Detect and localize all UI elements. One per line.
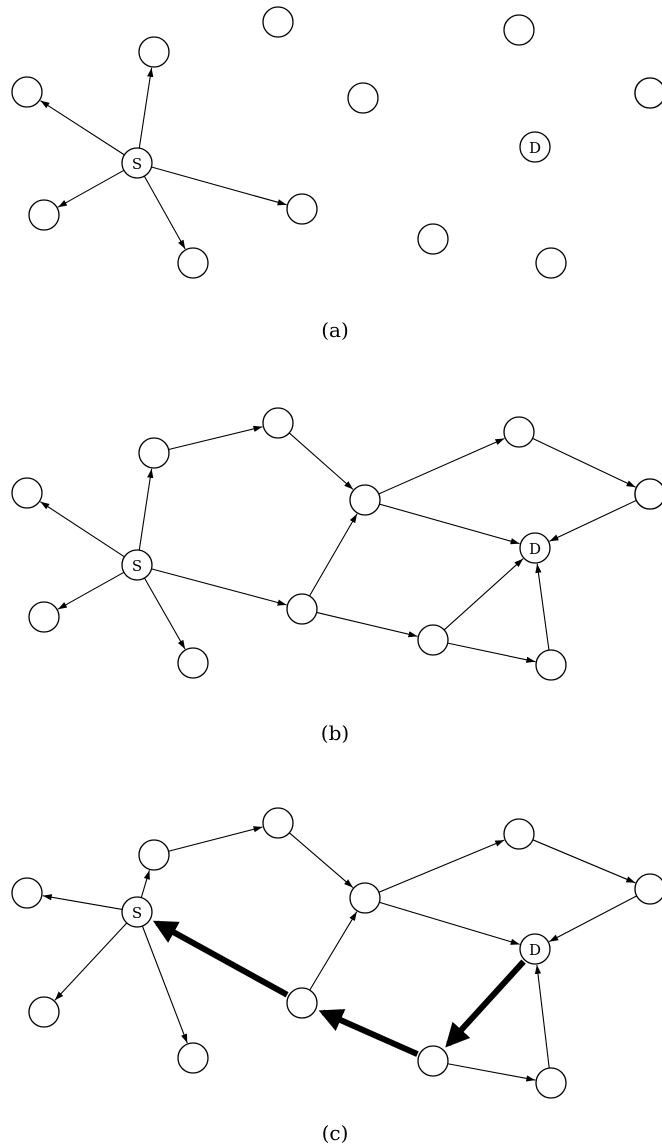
node [286, 193, 318, 225]
node [11, 76, 43, 108]
node [138, 839, 170, 871]
edge-n9-to-D [549, 499, 637, 542]
node [262, 6, 294, 38]
node-label-s: S [132, 557, 142, 575]
node [138, 437, 170, 469]
node [535, 247, 567, 279]
node [177, 247, 209, 279]
node [11, 477, 43, 509]
edge-S-to-n3 [54, 922, 128, 1001]
edge-n5-to-n7 [309, 513, 358, 597]
edge-S-to-n5 [151, 166, 287, 206]
edge-n7-to-n8 [378, 437, 505, 495]
panel-b: SD [11, 407, 662, 681]
node [262, 807, 294, 839]
node-label-s: S [132, 904, 142, 922]
edge-S-to-n2 [138, 468, 154, 551]
node [177, 1042, 209, 1074]
nodes: SD [11, 807, 662, 1099]
edge-n2-to-n6 [168, 425, 263, 451]
edges [40, 67, 287, 250]
node-label-d: D [529, 540, 541, 558]
node-label-d: D [529, 941, 541, 959]
edge-n6-to-n7 [288, 432, 354, 490]
edge-S-to-n1 [42, 894, 123, 910]
caption-c: (c) [322, 1121, 349, 1145]
node [138, 36, 170, 68]
node [417, 1045, 449, 1077]
edge-S-to-n2 [140, 870, 150, 898]
edge-S-to-n4 [141, 925, 188, 1044]
route-reply-edge-D-to-n10 [445, 959, 526, 1048]
node [28, 601, 60, 633]
node [286, 593, 318, 625]
panel-a: SD [11, 6, 662, 279]
edge-n10-to-n11 [447, 1063, 536, 1082]
node [503, 818, 535, 850]
edge-n5-to-n10 [316, 611, 418, 638]
edge-S-to-n3 [57, 169, 125, 208]
edge-S-to-n2 [138, 67, 154, 149]
edge-n7-to-D [379, 901, 520, 945]
edge-S-to-n1 [40, 501, 125, 558]
edge-S-to-n5 [151, 568, 287, 606]
node [417, 223, 449, 255]
edge-n2-to-n6 [168, 826, 263, 852]
edge-n5-to-n7 [309, 911, 358, 991]
edge-S-to-n3 [57, 571, 125, 610]
node [347, 82, 379, 114]
node [28, 199, 60, 231]
panel-c: SD [11, 807, 662, 1099]
node [417, 624, 449, 656]
edge-n10-to-n11 [447, 642, 536, 663]
nodes: SD [11, 6, 662, 279]
node [634, 873, 662, 905]
node-label-d: D [529, 139, 541, 157]
node [349, 882, 381, 914]
node-s [121, 147, 153, 179]
edge-n8-to-n9 [532, 437, 636, 488]
edge-n9-to-D [548, 895, 637, 943]
node [262, 407, 294, 439]
edge-n7-to-n8 [378, 839, 505, 893]
edge-S-to-n4 [143, 577, 186, 650]
edge-n6-to-n7 [289, 832, 354, 888]
edge-n8-to-n9 [532, 839, 636, 884]
edges [42, 826, 637, 1082]
nodes: SD [11, 407, 662, 681]
node [286, 987, 318, 1019]
caption-a: (a) [321, 318, 349, 342]
edge-S-to-n4 [143, 175, 186, 250]
route-reply-edge-n5-to-S [152, 920, 289, 998]
node [634, 478, 662, 510]
caption-b: (b) [321, 721, 349, 745]
edge-n11-to-D [535, 563, 550, 651]
node [177, 647, 209, 679]
node [11, 877, 43, 909]
edge-n7-to-D [379, 503, 520, 545]
node [503, 416, 535, 448]
edges [40, 425, 637, 663]
node-d [519, 131, 551, 163]
edge-n11-to-D [534, 964, 550, 1069]
edge-S-to-n1 [40, 100, 125, 156]
node [28, 996, 60, 1028]
node [503, 14, 535, 46]
node [535, 1067, 567, 1099]
node-s [121, 549, 153, 581]
node [535, 649, 567, 681]
node [349, 484, 381, 516]
node-d [519, 532, 551, 564]
node [634, 77, 662, 109]
node-d [519, 933, 551, 965]
node-s [121, 896, 153, 928]
route-reply-edge-n10-to-n5 [318, 1009, 419, 1057]
edge-n10-to-D [443, 558, 524, 631]
node-label-s: S [132, 155, 142, 173]
